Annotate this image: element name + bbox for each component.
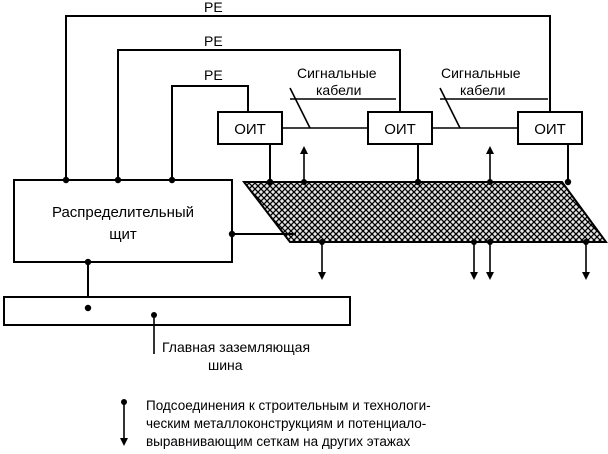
up-arrows	[300, 146, 494, 182]
signal-cable-label-2-line1: Сигнальные	[441, 65, 521, 81]
pe-conductors	[65, 15, 551, 180]
signal-label-leader-2	[439, 87, 461, 129]
svg-text:ОИТ: ОИТ	[384, 121, 416, 138]
legend-text-line1: Подсоединения к строительным и технологи…	[146, 398, 431, 413]
svg-text:Распределительный: Распределительный	[52, 204, 194, 221]
equipotential-grid	[241, 181, 608, 243]
pe-label-outer: PE	[204, 0, 223, 15]
signal-cable-label-1-line2: кабели	[316, 82, 361, 98]
grid-connection-dots	[266, 178, 589, 245]
bus-entry-dot	[84, 304, 92, 312]
svg-text:ОИТ: ОИТ	[234, 121, 266, 138]
pe-label-inner: PE	[204, 67, 223, 83]
equipment-unit-2: ОИТ	[367, 111, 433, 145]
pe-label-middle: PE	[204, 33, 223, 49]
down-arrows	[318, 242, 590, 280]
panel-to-grid-dot	[228, 230, 236, 238]
panel-to-bus-dot	[84, 258, 92, 266]
bus-label-leader-dot	[151, 312, 157, 318]
main-ground-bus-label-line1: Главная заземляющая	[162, 339, 310, 355]
distribution-panel: Распределительный щит	[13, 179, 233, 263]
signal-cable-label-2-line2: кабели	[460, 82, 505, 98]
legend-text-line2: ческим металлоконструкциям и потенциало-	[146, 416, 426, 431]
signal-label-leader-1	[289, 87, 311, 129]
legend-symbol	[120, 399, 128, 446]
main-ground-bus	[3, 296, 351, 326]
pe-line-outer	[65, 15, 551, 180]
equipment-unit-3: ОИТ	[517, 111, 583, 145]
svg-text:ОИТ: ОИТ	[534, 121, 566, 138]
svg-text:щит: щит	[109, 226, 137, 243]
legend-text-line3: выравнивающим сеткам на других этажах	[146, 434, 410, 449]
signal-cables	[282, 87, 548, 129]
pe-line-middle	[117, 49, 401, 180]
pe-line-inner	[171, 85, 249, 180]
signal-cable-label-1-line1: Сигнальные	[297, 65, 377, 81]
equipment-unit-1: ОИТ	[217, 111, 283, 145]
equipment-ground-drops	[269, 144, 569, 182]
panel-pe-dots	[62, 176, 176, 184]
main-ground-bus-label-line2: шина	[208, 357, 243, 373]
